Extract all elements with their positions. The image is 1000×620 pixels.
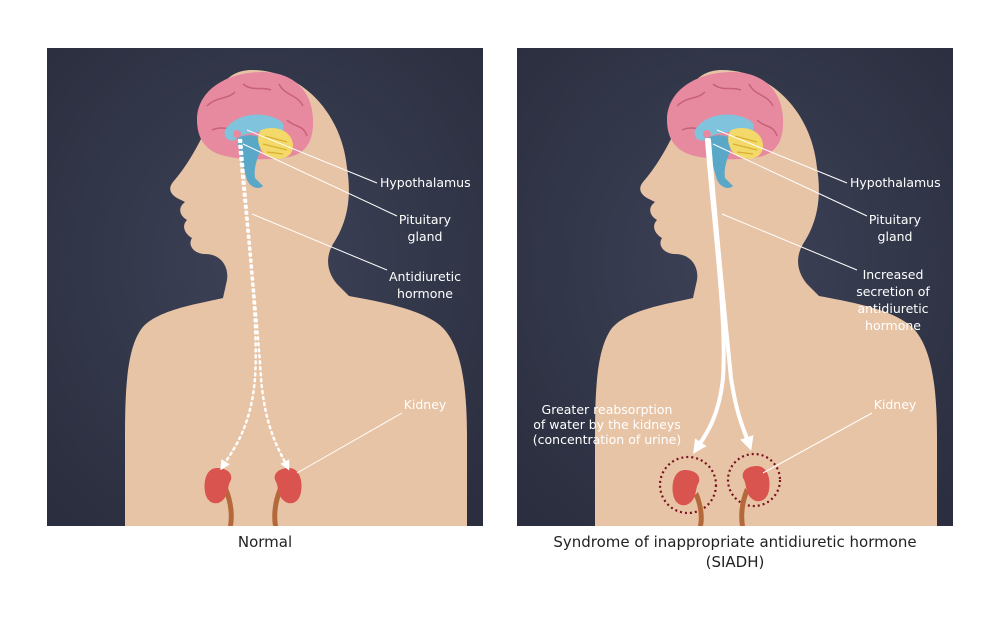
right-kidney [272, 468, 302, 526]
left-kidney [672, 470, 704, 526]
caption-siadh-line1: Syndrome of inappropriate antidiuretic h… [553, 533, 917, 551]
label-reabsorption-line3: (concentration of urine) [533, 432, 681, 447]
label-hormone-line4: hormone [865, 318, 921, 333]
brain [197, 72, 314, 188]
label-kidney: Kidney [874, 397, 917, 412]
label-pituitary-line2: gland [408, 229, 443, 244]
right-kidney-highlight-ring [726, 452, 782, 508]
hormone-path-right [239, 138, 290, 471]
left-kidney [204, 468, 234, 526]
label-pituitary-line2: gland [878, 229, 913, 244]
label-reabsorption-line1: Greater reabsorption [542, 402, 673, 417]
label-hormone-line1: Increased [863, 267, 924, 282]
label-hypothalamus: Hypothalamus [850, 175, 941, 190]
body-silhouette [595, 70, 937, 526]
right-kidney [739, 466, 770, 526]
body-silhouette [125, 70, 467, 526]
normal-panel: Hypothalamus Pituitary gland Antidiureti… [47, 48, 483, 526]
label-hormone-line3: antidiuretic [857, 301, 928, 316]
label-reabsorption-line2: of water by the kidneys [533, 417, 681, 432]
pointer-lines [242, 129, 403, 474]
pointer-lines [712, 129, 873, 474]
caption-normal: Normal [237, 533, 293, 551]
siadh-panel: Hypothalamus Pituitary gland Increased s… [517, 48, 953, 526]
caption-siadh: Syndrome of inappropriate antidiuretic h… [517, 532, 953, 572]
label-kidney: Kidney [404, 397, 447, 412]
hormone-path-right [707, 138, 754, 451]
siadh-illustration: Hypothalamus Pituitary gland Increased s… [517, 48, 953, 526]
label-pituitary-line1: Pituitary [869, 212, 922, 227]
hormone-path-left [220, 138, 257, 471]
label-hypothalamus: Hypothalamus [380, 175, 471, 190]
label-hormone-line2: hormone [397, 286, 453, 301]
label-hormone-line1: Antidiuretic [389, 269, 461, 284]
label-pituitary-line1: Pituitary [399, 212, 452, 227]
label-hormone-line2: secretion of [856, 284, 930, 299]
caption-siadh-line2: (SIADH) [705, 553, 765, 571]
normal-illustration: Hypothalamus Pituitary gland Antidiureti… [47, 48, 483, 526]
left-kidney-highlight-ring [658, 455, 718, 515]
brain [667, 72, 784, 188]
